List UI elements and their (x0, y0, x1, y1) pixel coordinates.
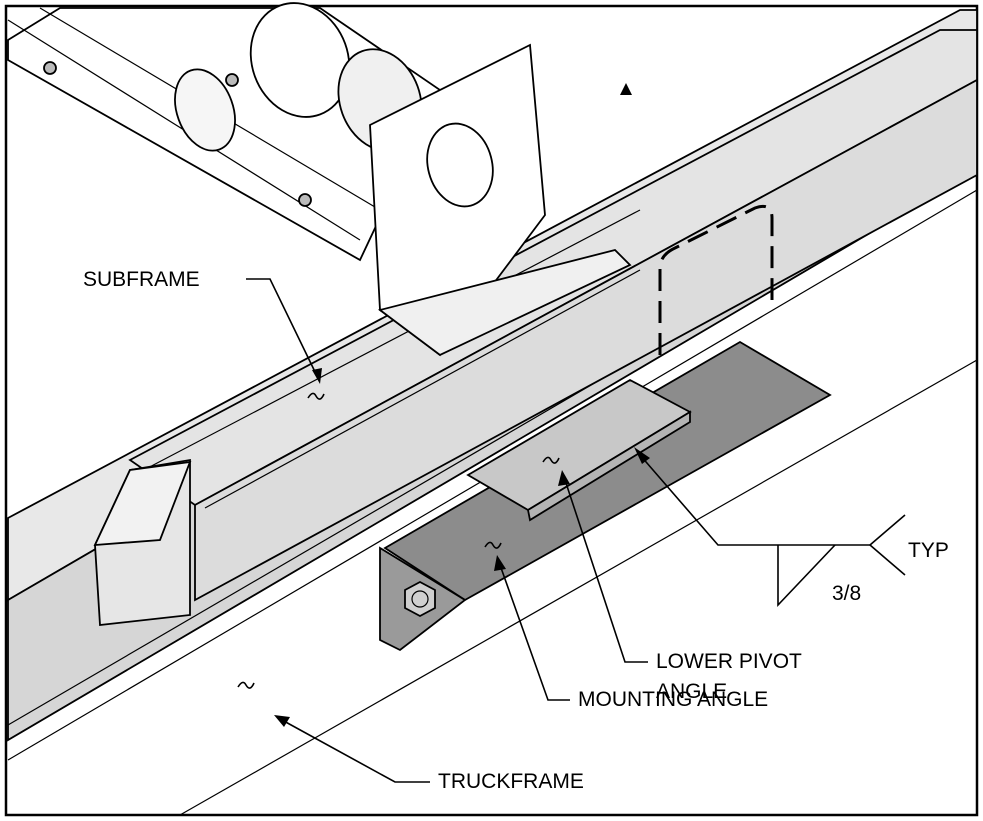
pivot-hole (426, 122, 494, 208)
mounting-angle-callout: MOUNTING ANGLE (484, 541, 768, 711)
bolt-head (43, 61, 57, 75)
fillet-weld-triangle (777, 544, 836, 608)
mounting-angle-label: MOUNTING ANGLE (578, 688, 768, 711)
weld-leader (639, 454, 870, 546)
lower-pivot-callout: LOWER PIVOT ANGLE (542, 456, 802, 703)
bolt-head (225, 73, 239, 87)
weld-symbol: TYP 3/8 (634, 447, 949, 608)
reference-marker (620, 83, 632, 95)
bolt-hex (404, 580, 436, 618)
weld-arrowhead (634, 447, 650, 464)
subframe-side-face (194, 78, 978, 602)
weld-size: 3/8 (832, 582, 861, 605)
pivot-shaft (7, 2, 442, 262)
bolt-head (298, 193, 312, 207)
subframe-callout: SUBFRAME (83, 268, 325, 400)
lower-pivot-label-1: LOWER PIVOT (656, 650, 802, 673)
lower-pivot-label-2: ANGLE (656, 680, 727, 703)
weld-note: TYP (908, 539, 949, 562)
subframe-label: SUBFRAME (83, 268, 200, 291)
truckframe-callout: TRUCKFRAME (237, 681, 584, 793)
upper-pivot-bracket (369, 43, 632, 357)
truckframe-label: TRUCKFRAME (438, 770, 584, 793)
drawing-border (4, 4, 979, 817)
